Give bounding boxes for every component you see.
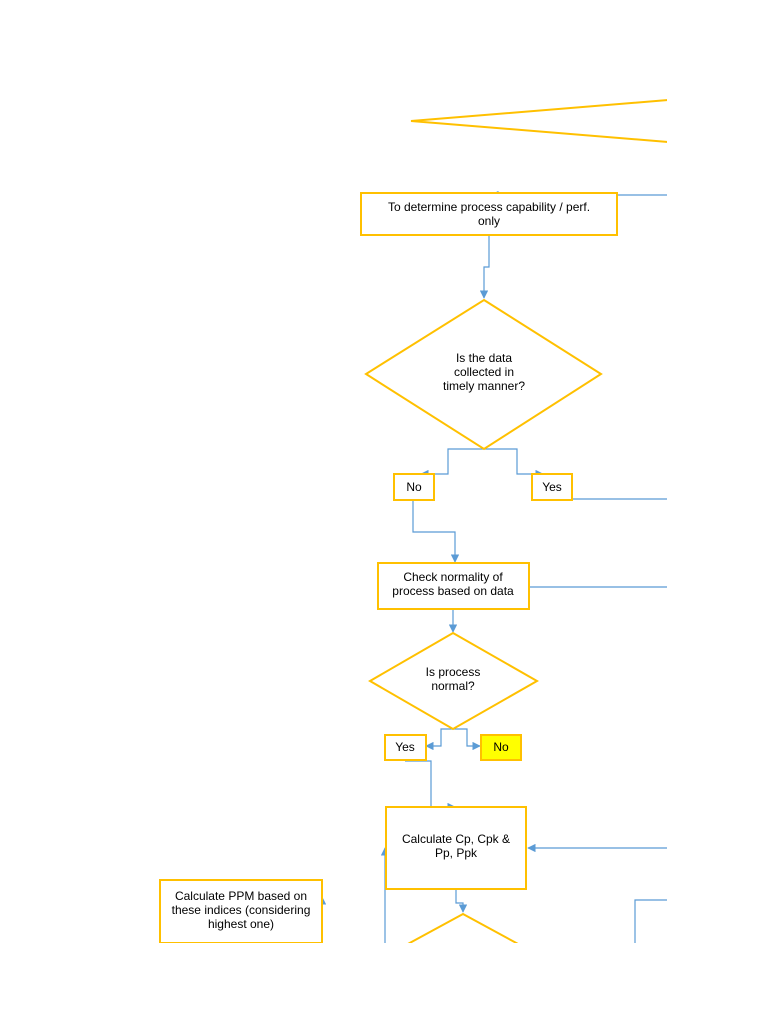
calc-ppm-line-2: these indices (considering (172, 903, 311, 917)
yes-1-line-1: Yes (542, 480, 562, 494)
connector-normal-to-yes (425, 728, 453, 751)
connector-determine-to-timely (479, 235, 490, 299)
calc-indices-label: Calculate Cp, Cpk &Pp, Ppk (402, 832, 510, 860)
connector-no-to-check (412, 500, 460, 563)
normal-decision-diamond (368, 631, 540, 731)
timely-decision-line-3: timely manner? (443, 379, 525, 393)
connector-normal-to-no (453, 728, 481, 751)
no-label-2: No (493, 740, 509, 754)
yes-label-1: Yes (542, 480, 562, 494)
no-1-line-1: No (406, 480, 422, 494)
no-box-2 (480, 734, 522, 761)
yes-box-1 (531, 473, 573, 501)
connector-calc-down (455, 890, 468, 913)
top-wedge-shape (410, 99, 669, 143)
connector-yes-to-calc (405, 760, 456, 812)
check-normality-box (377, 562, 530, 610)
no-label-1: No (406, 480, 422, 494)
timely-decision-line-1: Is the data (456, 351, 512, 365)
calc-ppm-line-1: Calculate PPM based on (175, 889, 307, 903)
calc-indices-line-1: Calculate Cp, Cpk & (402, 832, 510, 846)
connector-timely-to-no (420, 448, 484, 479)
yes-box-2 (384, 734, 427, 761)
connector-timely-to-yes (484, 448, 544, 479)
calc-ppm-box (159, 879, 323, 944)
normal-decision-line-1: Is process (426, 665, 481, 679)
calc-indices-line-2: Pp, Ppk (435, 846, 478, 860)
timely-decision-diamond (364, 298, 603, 451)
determine-box (360, 192, 618, 236)
labels: To determine process capability / perf.o… (172, 200, 590, 931)
bottom-crop-mask (0, 943, 768, 1024)
no-2-line-1: No (493, 740, 509, 754)
check-normality-line-1: Check normality of (403, 570, 503, 584)
normal-decision-line-2: normal? (431, 679, 475, 693)
determine-line-2: only (478, 214, 500, 228)
calc-ppm-line-3: highest one) (208, 917, 274, 931)
determine-label: To determine process capability / perf.o… (388, 200, 590, 228)
determine-line-1: To determine process capability / perf. (388, 200, 590, 214)
yes-label-2: Yes (395, 740, 415, 754)
connector-bottom-right (634, 899, 668, 945)
check-normality-line-2: process based on data (392, 584, 514, 598)
calc-indices-box (385, 806, 527, 890)
timely-decision-line-2: collected in (454, 365, 514, 379)
no-box-1 (393, 473, 435, 501)
shapes (159, 192, 618, 978)
yes-2-line-1: Yes (395, 740, 415, 754)
right-crop-mask (667, 0, 768, 1024)
